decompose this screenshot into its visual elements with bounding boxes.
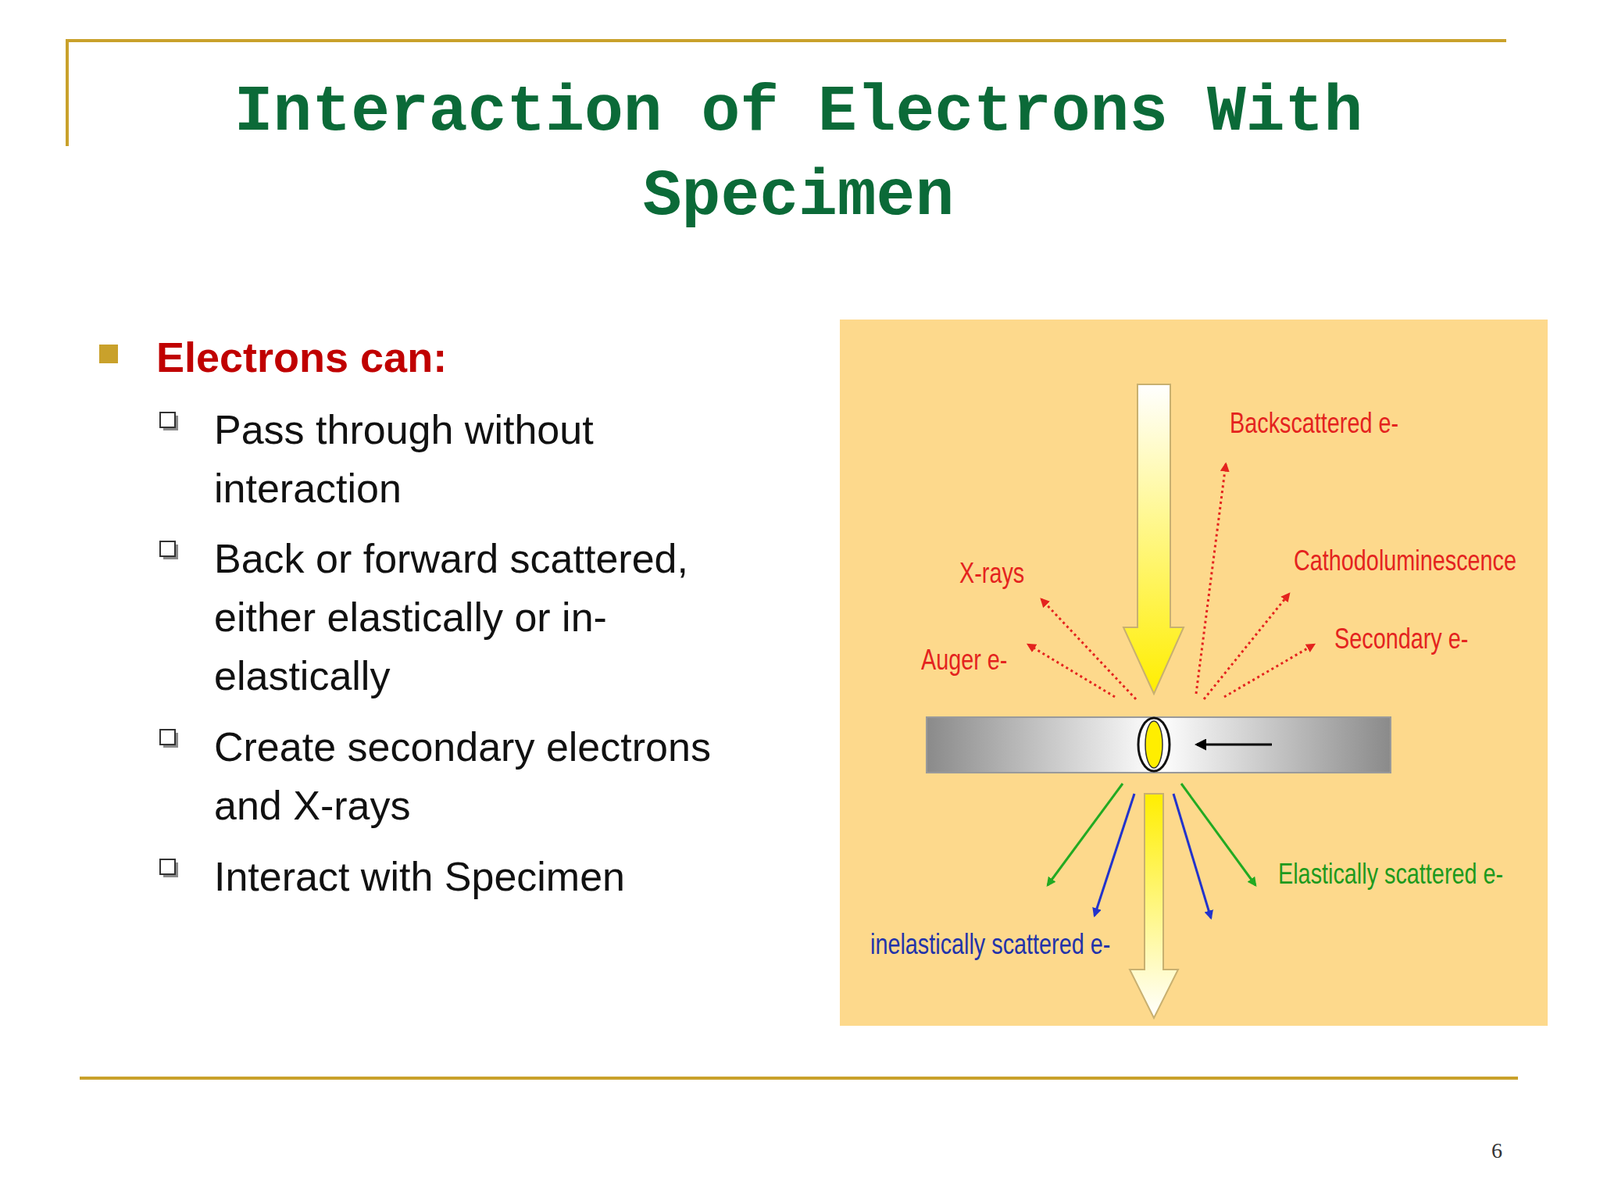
emission-arrows	[1028, 464, 1315, 700]
hollow-bullet	[160, 541, 175, 557]
signal-label: Backscattered e-	[1229, 409, 1399, 438]
sub-bullets	[160, 412, 179, 878]
signal-label: inelastically scattered e-	[870, 930, 1111, 959]
hollow-bullet	[160, 412, 175, 428]
specimen-bar	[926, 717, 1391, 773]
inelastic-arrow	[1173, 793, 1211, 918]
list-item: Pass through without interaction	[214, 400, 761, 518]
list-item: Interact with Specimen	[214, 847, 761, 907]
signal-label: X-rays	[959, 559, 1025, 588]
cathodoluminescence-arrow	[1203, 593, 1290, 700]
signal-label: Cathodoluminescence	[1293, 546, 1517, 575]
frame-line	[66, 39, 1507, 43]
frame-line	[79, 1076, 1518, 1080]
slide-title: Interaction of Electrons With Specimen	[212, 70, 1385, 240]
list-item: Back or forward scattered, either elasti…	[214, 529, 761, 706]
page-number: 6	[1481, 1139, 1513, 1162]
list-item: Create secondary electrons and X-rays	[214, 717, 761, 836]
secondary-arrow	[1224, 644, 1315, 697]
elastic-arrow	[1047, 783, 1123, 886]
bullet-square	[99, 344, 118, 364]
list-heading: Electrons can:	[156, 328, 750, 387]
signal-label: Auger e-	[921, 646, 1008, 675]
figure-background	[839, 319, 1548, 1026]
backscatter-arrow	[1196, 464, 1226, 694]
scan-direction-arrow	[1196, 743, 1272, 747]
interaction-volume-core	[1145, 721, 1163, 768]
hollow-bullet	[160, 729, 175, 745]
incident-beam-arrow	[1123, 384, 1184, 694]
transmitted-beam-arrow	[1129, 793, 1179, 1018]
inelastic-arrow	[1094, 793, 1135, 916]
hollow-bullet	[160, 859, 175, 875]
signal-label: Secondary e-	[1334, 625, 1468, 654]
signal-label: Elastically scattered e-	[1278, 860, 1504, 889]
interaction-volume	[1138, 717, 1170, 772]
transmission-arrows	[1047, 783, 1256, 918]
auger-arrow	[1028, 644, 1115, 697]
frame-line	[65, 39, 69, 147]
xray-arrow	[1041, 599, 1136, 700]
elastic-arrow	[1181, 783, 1256, 886]
